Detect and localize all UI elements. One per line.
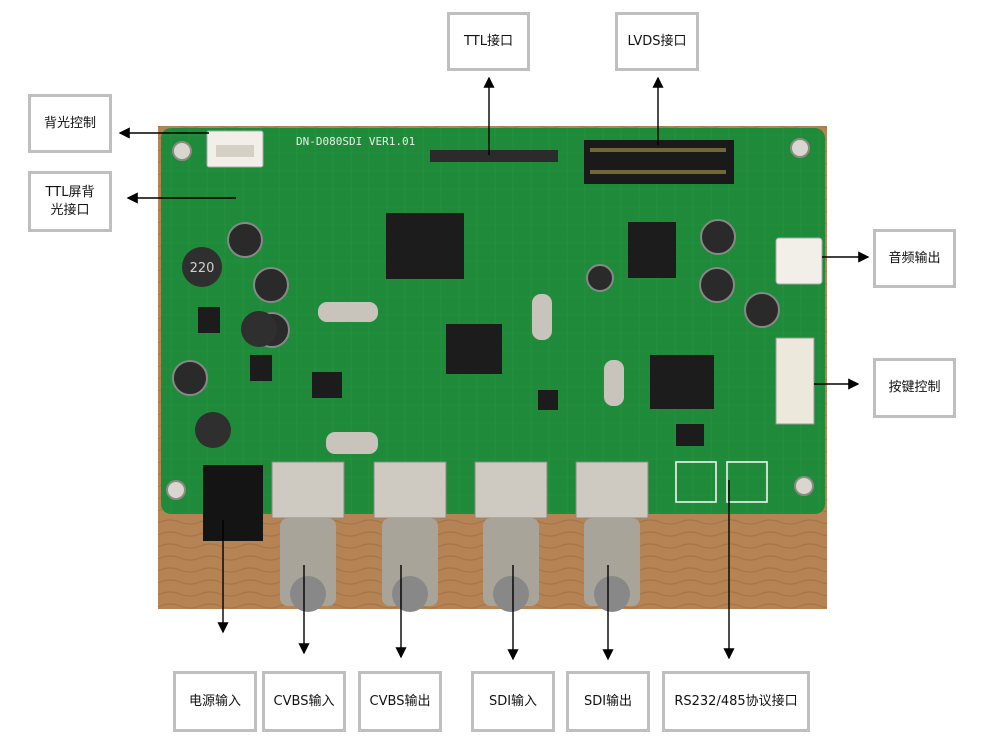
label-text: SDI输入 [488,693,538,709]
label-text-line1: TTL屏背 [45,184,95,200]
label-text: RS232/485协议接口 [674,693,798,709]
label-sdi-out: SDI输出 [566,671,650,732]
inductor-mark: 220 [190,261,215,276]
key-fpc-connector [775,337,815,425]
label-text: CVBS输出 [369,693,431,709]
chip-7 [250,355,272,381]
label-text: CVBS输入 [273,693,335,709]
lvds-header [584,140,734,184]
audio-connector [775,237,823,285]
ttl-fpc-connector [430,150,558,162]
label-lvds-interface: LVDS接口 [615,12,699,71]
label-sdi-in: SDI输入 [471,671,555,732]
chip-3 [628,222,676,278]
label-text: 背光控制 [43,115,96,131]
label-text: SDI输出 [583,693,633,709]
label-text: 音频输出 [888,250,941,266]
label-text: 按键控制 [888,380,941,396]
power-jack [203,465,263,541]
chip-8 [676,424,704,446]
label-text: TTL接口 [464,33,513,49]
silkscreen: DN-D080SDI VER1.01 [296,135,415,148]
label-ttl-backlight: TTL屏背 光接口 [28,171,112,232]
label-cvbs-in: CVBS输入 [262,671,346,732]
label-cvbs-out: CVBS输出 [358,671,442,732]
label-rs232-485: RS232/485协议接口 [662,671,810,732]
main-chip [386,213,464,279]
label-key-control: 按键控制 [873,358,956,418]
label-power-in: 电源输入 [173,671,257,732]
chip-4 [650,355,714,409]
rs232-header [675,461,768,503]
label-text-line2: 光接口 [50,202,90,218]
label-text: LVDS接口 [627,33,687,49]
chip-9 [538,390,558,410]
chip-5 [312,372,342,398]
label-text: 电源输入 [188,693,241,709]
label-ttl-interface: TTL接口 [447,12,530,71]
chip-2 [446,324,502,374]
chip-6 [198,307,220,333]
label-backlight-control: 背光控制 [28,94,112,153]
label-audio-out: 音频输出 [873,229,956,288]
mounting-holes [166,138,814,500]
